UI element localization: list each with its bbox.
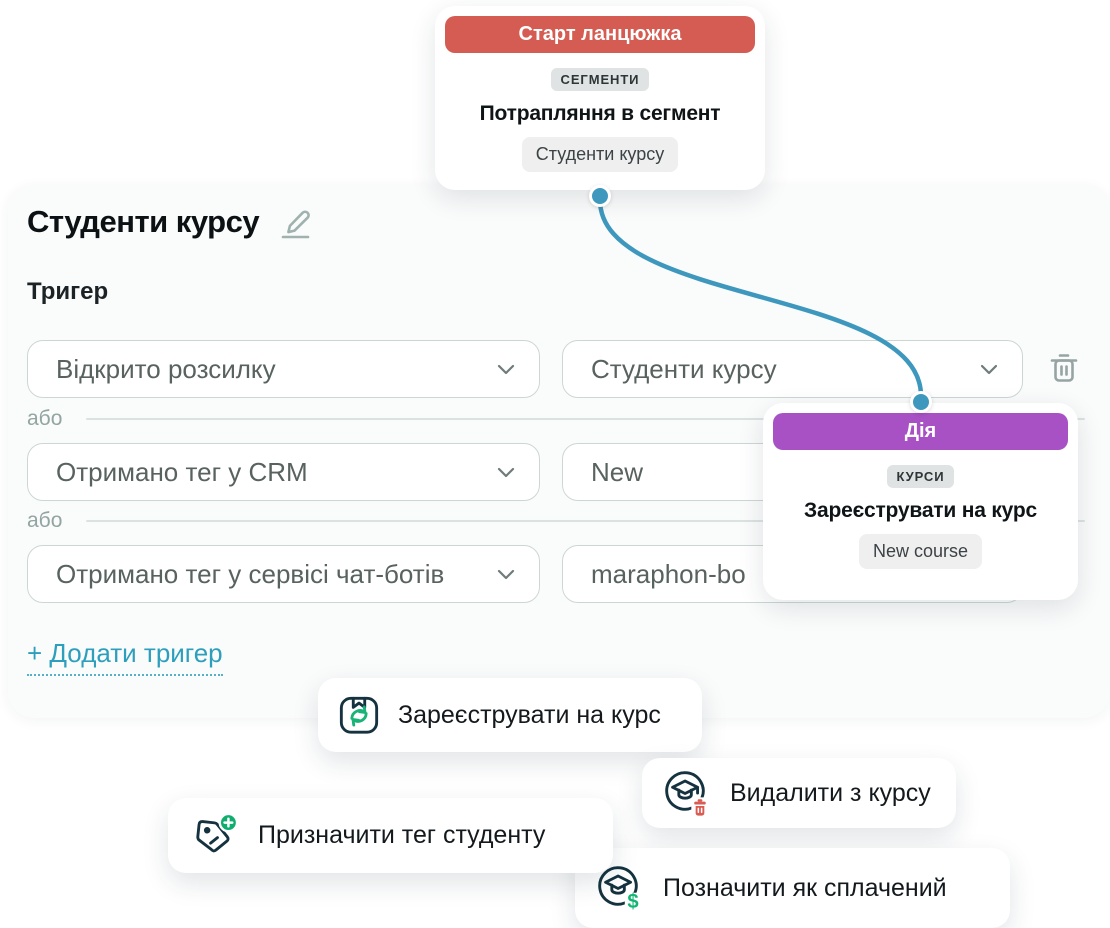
chip-mark-paid[interactable]: $ Позначити як сплачений	[575, 848, 1010, 928]
select-value: Студенти курсу	[591, 353, 777, 384]
action-node-card[interactable]: Дія КУРСИ Зареєструвати на курс New cour…	[763, 403, 1078, 600]
trash-icon	[1050, 354, 1078, 382]
start-node-card[interactable]: Старт ланцюжка СЕГМЕНТИ Потрапляння в се…	[435, 6, 765, 190]
connector-handle-start[interactable]	[589, 185, 611, 207]
tag-add-icon	[190, 812, 240, 859]
panel-title-row: Студенти курсу	[27, 204, 313, 240]
action-node-header: Дія	[773, 413, 1068, 450]
action-node-value-chip: New course	[858, 534, 983, 569]
trigger-type-select-1[interactable]: Відкрито розсилку	[27, 340, 540, 398]
edit-title-button[interactable]	[279, 205, 313, 239]
start-node-category-badge: СЕГМЕНТИ	[550, 68, 650, 91]
or-separator: або	[27, 404, 1085, 434]
chip-assign-tag[interactable]: Призначити тег студенту	[168, 798, 613, 873]
trigger-section-title: Тригер	[27, 278, 109, 305]
course-remove-icon	[662, 768, 712, 818]
start-node-title: Потрапляння в сегмент	[479, 102, 721, 125]
chip-label: Зареєструвати на курс	[398, 700, 661, 729]
chevron-down-icon	[497, 364, 515, 374]
chevron-down-icon	[980, 364, 998, 374]
select-value: Отримано тег у сервісі чат-ботів	[56, 558, 445, 589]
select-value: maraphon-bo	[591, 558, 746, 589]
chip-enroll-course[interactable]: Зареєструвати на курс	[318, 678, 702, 752]
chip-label: Видалити з курсу	[730, 778, 931, 807]
delete-trigger-1-button[interactable]	[1048, 351, 1082, 387]
chevron-down-icon	[497, 569, 515, 579]
connector-handle-action[interactable]	[910, 391, 932, 413]
start-node-header: Старт ланцюжка	[445, 16, 755, 53]
trigger-type-select-3[interactable]: Отримано тег у сервісі чат-ботів	[27, 545, 540, 603]
divider	[86, 520, 1085, 522]
action-node-title: Зареєструвати на курс	[804, 499, 1037, 522]
chip-remove-from-course[interactable]: Видалити з курсу	[642, 758, 956, 828]
add-trigger-link[interactable]: + Додати тригер	[27, 638, 223, 676]
action-node-category-badge: КУРСИ	[886, 465, 955, 488]
svg-text:$: $	[627, 891, 638, 913]
chip-label: Призначити тег студенту	[258, 821, 546, 849]
pencil-icon	[281, 210, 310, 239]
chevron-down-icon	[497, 467, 515, 477]
mark-paid-icon: $	[595, 863, 645, 913]
course-enroll-icon	[338, 694, 380, 736]
select-value: Відкрито розсилку	[56, 353, 276, 384]
or-separator: або	[27, 506, 1085, 536]
or-label: або	[27, 407, 63, 430]
chip-label: Позначити як сплачений	[663, 873, 947, 902]
segment-title: Студенти курсу	[27, 204, 260, 239]
start-node-value-chip: Студенти курсу	[521, 137, 679, 172]
divider	[86, 418, 1085, 420]
trigger-value-select-1[interactable]: Студенти курсу	[562, 340, 1023, 398]
trigger-type-select-2[interactable]: Отримано тег у CRM	[27, 443, 540, 501]
select-value: Отримано тег у CRM	[56, 456, 308, 487]
select-value: New	[591, 456, 644, 487]
or-label: або	[27, 509, 63, 532]
